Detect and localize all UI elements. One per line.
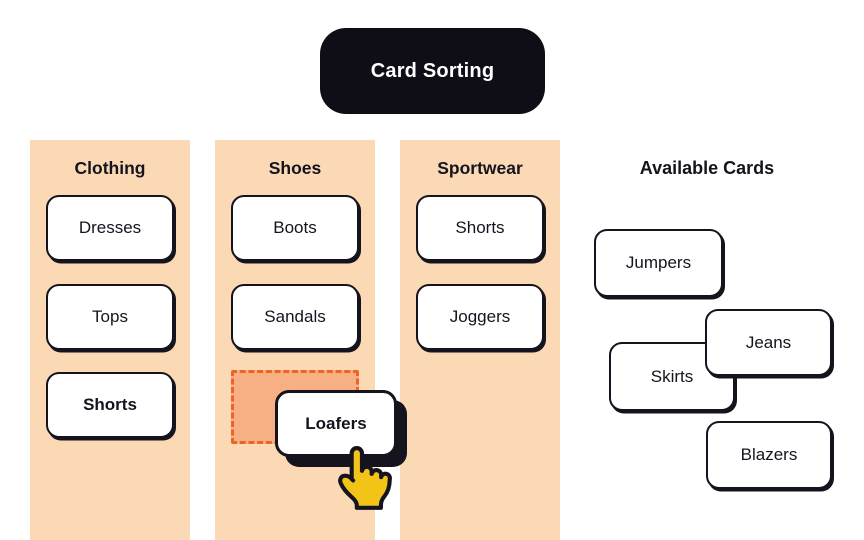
card-joggers[interactable]: Joggers <box>416 284 544 350</box>
card-loafers-dragging[interactable]: Loafers <box>275 390 397 457</box>
column-clothing[interactable]: Clothing Dresses Tops Shorts <box>30 140 190 540</box>
card-jumpers[interactable]: Jumpers <box>594 229 723 297</box>
card-shorts-clothing[interactable]: Shorts <box>46 372 174 438</box>
column-shoes[interactable]: Shoes Boots Sandals <box>215 140 375 540</box>
card-label: Jumpers <box>625 253 692 272</box>
card-blazers[interactable]: Blazers <box>706 421 832 489</box>
page-title-label: Card Sorting <box>370 59 495 82</box>
available-cards-heading: Available Cards <box>639 158 775 178</box>
card-boots[interactable]: Boots <box>231 195 359 261</box>
card-jeans[interactable]: Jeans <box>705 309 832 376</box>
card-sandals[interactable]: Sandals <box>231 284 359 350</box>
card-label: Loafers <box>305 413 367 433</box>
card-label: Skirts <box>650 366 694 386</box>
column-sportwear[interactable]: Sportwear Shorts Joggers <box>400 140 560 540</box>
card-label: Sandals <box>264 307 326 326</box>
card-label: Jeans <box>745 332 792 352</box>
card-label: Joggers <box>449 307 511 326</box>
card-shorts-sportwear[interactable]: Shorts <box>416 195 544 261</box>
card-dresses[interactable]: Dresses <box>46 195 174 261</box>
card-label: Shorts <box>455 218 505 237</box>
pointer-hand-icon <box>338 446 392 510</box>
card-label: Tops <box>92 307 128 326</box>
column-shoes-header: Shoes <box>268 158 322 178</box>
page-title: Card Sorting <box>320 28 545 114</box>
card-tops[interactable]: Tops <box>46 284 174 350</box>
card-label: Blazers <box>740 445 798 464</box>
card-label: Shorts <box>83 395 137 414</box>
column-clothing-header: Clothing <box>74 158 146 178</box>
card-label: Boots <box>273 218 317 237</box>
column-sportwear-header: Sportwear <box>437 158 523 178</box>
card-label: Dresses <box>78 218 142 237</box>
